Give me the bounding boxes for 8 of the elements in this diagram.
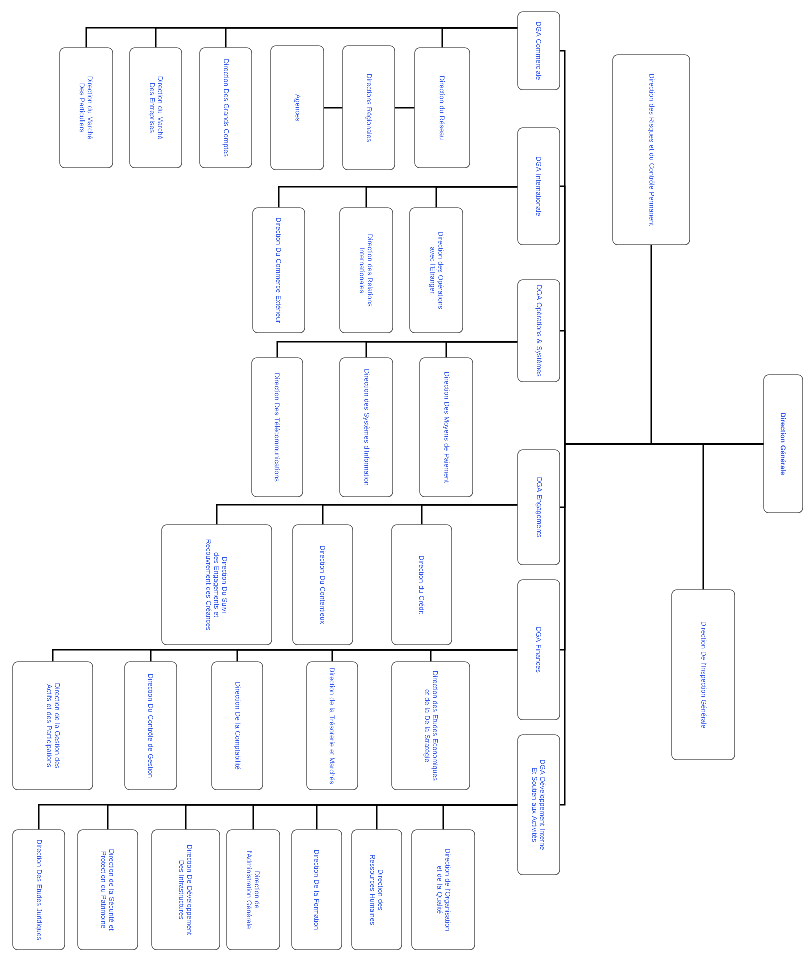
connector-line — [560, 443, 764, 806]
connector-line — [278, 186, 518, 208]
connector-line — [395, 107, 415, 109]
connector-line — [52, 649, 518, 662]
connector-line — [324, 107, 343, 109]
connector-line — [86, 27, 518, 48]
connector-line — [216, 504, 518, 525]
connector-line — [276, 341, 518, 358]
